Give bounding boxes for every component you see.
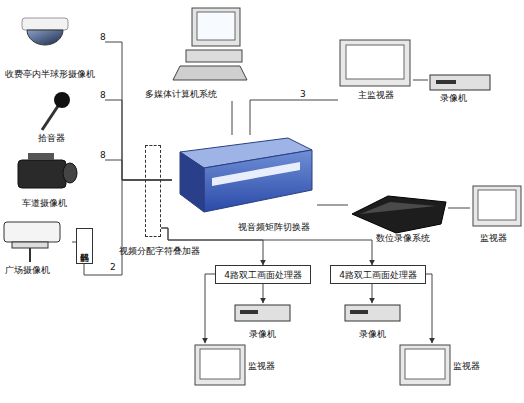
monitor-icon xyxy=(195,345,245,385)
quad-processor-box: 4路双工画面处理器 xyxy=(215,265,311,284)
node-label: 监视器 xyxy=(480,233,507,243)
decoder-box: 解码器 xyxy=(76,228,93,264)
vcr-icon xyxy=(430,75,490,90)
signal-line xyxy=(413,80,428,81)
node-label: 视频分配字符叠加器 xyxy=(119,246,200,256)
node-label: 4路双工画面处理器 xyxy=(224,270,302,280)
node-label: 收费亭内半球形摄像机 xyxy=(5,69,95,79)
node-label: 拾音器 xyxy=(38,133,65,143)
monitor-icon xyxy=(340,40,410,86)
vcr-slot xyxy=(350,310,368,314)
signal-line xyxy=(105,100,172,180)
signal-line xyxy=(105,42,172,180)
matrix-switcher: 视音频矩阵切换器 xyxy=(172,135,317,233)
node-label: 录像机 xyxy=(440,93,467,103)
signal-line xyxy=(250,100,338,135)
signal-line xyxy=(448,208,470,209)
signal-line xyxy=(426,274,432,343)
node-label: 监视器 xyxy=(453,361,480,371)
dvr-icon xyxy=(352,196,446,233)
node-label: 广场摄像机 xyxy=(5,265,50,275)
quad-processor-box: 4路双工画面处理器 xyxy=(330,265,426,284)
monitor: 监视器 xyxy=(398,343,490,388)
plaza-camera: 广场摄像机 xyxy=(0,215,72,277)
vcr: 录像机 xyxy=(428,73,493,105)
channel-count: 3 xyxy=(300,89,306,99)
matrix-switcher-icon xyxy=(180,138,312,212)
computer-icon xyxy=(173,8,247,80)
monitor-icon xyxy=(473,186,521,226)
node-label: 视音频矩阵切换器 xyxy=(238,222,310,232)
vcr: 录像机 xyxy=(343,303,403,343)
signal-line xyxy=(205,274,215,343)
camcorder-icon xyxy=(18,153,77,188)
vcr-icon xyxy=(345,305,400,321)
lane-camera: 车道摄像机 xyxy=(10,150,105,210)
main-monitor: 主监视器 xyxy=(338,38,413,104)
node-label: 车道摄像机 xyxy=(22,198,67,208)
vcr-slot xyxy=(240,310,258,314)
signal-line xyxy=(105,160,172,180)
channel-count: 8 xyxy=(100,90,106,100)
channel-count: 2 xyxy=(110,262,116,272)
signal-line xyxy=(372,284,373,303)
monitor-icon xyxy=(400,345,450,385)
node-label: 4路双工画面处理器 xyxy=(339,270,417,280)
node-label: 监视器 xyxy=(248,361,275,371)
vcr-icon xyxy=(235,305,290,321)
signal-line xyxy=(317,205,348,206)
node-label: 数位录像系统 xyxy=(376,233,430,243)
dvr-system: 数位录像系统 xyxy=(348,193,448,243)
microphone-icon xyxy=(42,92,70,130)
dome-camera-icon xyxy=(22,18,68,45)
plaza-camera-icon xyxy=(4,222,60,262)
monitor: 监视器 xyxy=(470,183,524,245)
dome-camera: 收费亭内半球形摄像机 xyxy=(5,12,105,80)
video-distributor: 视频分配字符叠加器 xyxy=(145,145,161,237)
signal-line xyxy=(263,284,264,303)
signal-line xyxy=(84,180,172,275)
channel-count: 8 xyxy=(100,32,106,42)
channel-count: 8 xyxy=(100,150,106,160)
computer-system: 多媒体计算机系统 xyxy=(143,5,243,101)
monitor: 监视器 xyxy=(193,343,285,388)
vcr: 录像机 xyxy=(233,303,293,343)
vcr-slot xyxy=(436,80,456,84)
microphone: 拾音器 xyxy=(30,90,105,145)
node-label: 多媒体计算机系统 xyxy=(145,89,217,99)
node-label: 录像机 xyxy=(359,329,386,339)
signal-line xyxy=(232,101,233,135)
node-label: 录像机 xyxy=(249,329,276,339)
node-label: 主监视器 xyxy=(358,90,394,100)
